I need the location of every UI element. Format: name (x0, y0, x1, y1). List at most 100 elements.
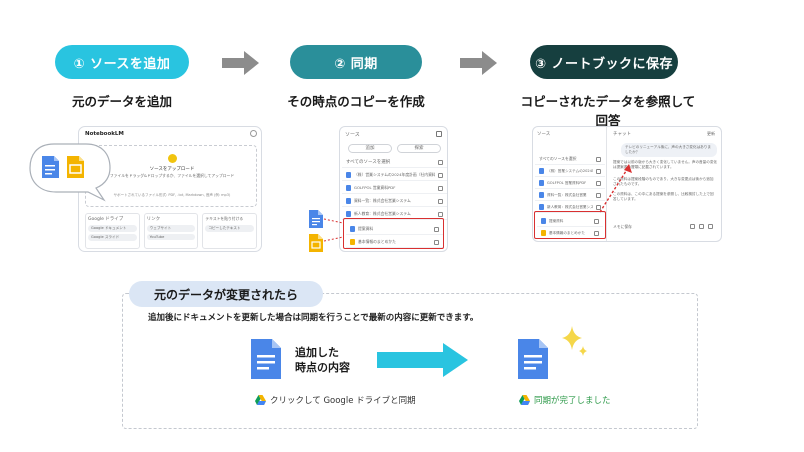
checkbox-icon (596, 192, 601, 198)
user-message: テレビのリニューアル後に、声の大きさ変化はありましたか？ (621, 143, 717, 157)
google-docs-icon (42, 156, 59, 178)
list-item[interactable]: GOLFPOL 営業資料PDF (342, 183, 447, 194)
checkbox-icon (438, 198, 443, 204)
reference-arrow (599, 164, 632, 213)
list-item[interactable]: 新人教育：株式会社営業システム (535, 202, 605, 213)
source-files-bubble (29, 143, 111, 202)
checkbox-icon (596, 204, 601, 210)
refresh-button[interactable]: 更新 (707, 131, 715, 136)
sources-header: ソース (537, 132, 551, 137)
arrow-right-icon (460, 51, 497, 75)
sync-caption[interactable]: クリックして Google ドライブと同期 (255, 394, 416, 406)
checkbox-icon (438, 159, 443, 165)
add-source-button[interactable]: 追加 (348, 144, 392, 153)
link-heading: リンク (146, 217, 161, 222)
upload-title: ソースをアップロード (149, 167, 195, 172)
highlight-box (534, 211, 606, 239)
change-section (122, 293, 698, 429)
answer-text: 提案では以前の版から大きく変化していません。声の音量の変化は提案書の冒頭に記載さ… (613, 160, 718, 169)
step3-pill: ③ ノートブックに保存 (530, 45, 678, 79)
copy-icon[interactable] (708, 224, 713, 229)
upload-panel: NotebookLM ソースをアップロード ファイルをドラッグ&ドロップするか、… (78, 126, 262, 252)
highlight-box (343, 218, 444, 249)
list-item[interactable]: 提案資料 (346, 224, 443, 235)
thumbs-down-icon[interactable] (699, 224, 704, 229)
notebook-panel: ソース すべてのソースを選択 （株）営業システムの2024年度計画 GOLFPO… (532, 126, 722, 242)
arrow-right-icon (222, 51, 259, 75)
checkbox-icon (594, 218, 599, 224)
checkbox-icon (596, 180, 601, 186)
list-item[interactable]: （株）営業システムの2024年度計画（社内資料） (342, 170, 447, 181)
upload-types: サポートされているファイル形式: PDF, .txt, Markdown, 音声… (113, 193, 231, 197)
file-icon (346, 198, 351, 204)
file-icon (346, 185, 351, 191)
panel-toggle-icon[interactable] (436, 131, 442, 137)
list-item[interactable]: （株）営業システムの2024年度計画 (535, 166, 605, 177)
list-item[interactable]: 提案資料 (537, 216, 603, 227)
google-slides-icon (541, 230, 546, 236)
google-drive-icon (519, 395, 530, 405)
close-icon[interactable] (250, 130, 257, 137)
file-icon (539, 204, 544, 210)
added-content-label: 追加した 時点の内容 (295, 346, 350, 374)
checkbox-icon (596, 168, 601, 174)
chip-youtube[interactable]: YouTube (146, 234, 196, 240)
dotted-connector (323, 218, 344, 242)
google-drive-icon (255, 395, 266, 405)
chip-copied-text[interactable]: コピーしたテキスト (205, 225, 255, 232)
checkbox-icon (596, 156, 601, 162)
google-docs-icon (518, 339, 548, 379)
brand-logo: NotebookLM (85, 131, 124, 137)
checkbox-icon (594, 230, 599, 236)
checkbox-icon (438, 172, 443, 178)
step3-title: コピーされたデータを参照して回答 (520, 94, 696, 128)
arrow-right-icon (377, 343, 468, 377)
google-drive-heading: Google ドライブ (88, 217, 124, 222)
select-all-row[interactable]: すべてのソースを選択 (342, 157, 447, 168)
change-description: 追加後にドキュメントを更新した場合は同期を行うことで最新の内容に更新できます。 (148, 313, 479, 323)
file-icon (539, 180, 544, 186)
chip-website[interactable]: ウェブサイト (146, 225, 196, 232)
paste-text-heading: テキストを貼り付ける (205, 216, 244, 221)
file-icon (539, 192, 544, 198)
change-section-title: 元のデータが変更されたら (129, 281, 323, 307)
sparkle-icon (562, 326, 587, 356)
step2-pill: ② 同期 (290, 45, 422, 79)
select-all-row[interactable]: すべてのソースを選択 (535, 154, 605, 165)
upload-subtitle: ファイルをドラッグ&ドロップするか、ファイルを選択してアップロード (109, 173, 235, 178)
answer-text: この資料は、この中にある提案を参照し、比較検討した上で回答しています。 (613, 192, 714, 201)
step1-pill: ① ソースを追加 (55, 45, 189, 79)
checkbox-icon (434, 226, 439, 232)
chip-google-slides[interactable]: Google スライド (88, 234, 137, 241)
sync-done-caption: 同期が完了しました (519, 394, 611, 406)
checkbox-icon (438, 185, 443, 191)
sources-header: ソース (345, 132, 360, 138)
google-docs-icon (309, 210, 323, 228)
chat-header: チャット (613, 132, 631, 137)
answer-text: この資料は提案段階のものであり、大きな変更点は後から追加されたものです。 (613, 177, 714, 186)
file-icon (346, 172, 351, 178)
google-docs-icon (251, 339, 281, 379)
google-slides-icon (350, 239, 355, 245)
step2-title: その時点のコピーを作成 (287, 94, 425, 109)
sources-panel: ソース 追加 探索 すべてのソースを選択 （株）営業システムの2024年度計画（… (339, 126, 448, 252)
checkbox-icon (434, 239, 439, 245)
step1-title: 元のデータを追加 (71, 94, 172, 109)
list-item[interactable]: GOLFPOL 営業資料PDF (535, 178, 605, 189)
google-docs-icon (541, 218, 546, 224)
file-icon (539, 168, 544, 174)
save-note-button[interactable]: メモに保存 (613, 224, 632, 229)
google-slides-icon (309, 234, 323, 252)
thumbs-up-icon[interactable] (690, 224, 695, 229)
list-item[interactable]: 資料一覧：株式会社営業 (535, 190, 605, 201)
upload-icon (168, 154, 177, 163)
discover-button[interactable]: 探索 (397, 144, 441, 153)
list-item[interactable]: 新人教育：株式会社営業システム (342, 209, 447, 220)
file-icon (346, 211, 351, 217)
google-slides-icon (67, 156, 84, 178)
list-item[interactable]: 資料一覧：株式会社営業システム (342, 196, 447, 207)
list-item[interactable]: 基本情報のまとめかた (346, 237, 443, 248)
chip-google-docs[interactable]: Google ドキュメント (88, 225, 137, 232)
checkbox-icon (438, 211, 443, 217)
google-docs-icon (350, 226, 355, 232)
